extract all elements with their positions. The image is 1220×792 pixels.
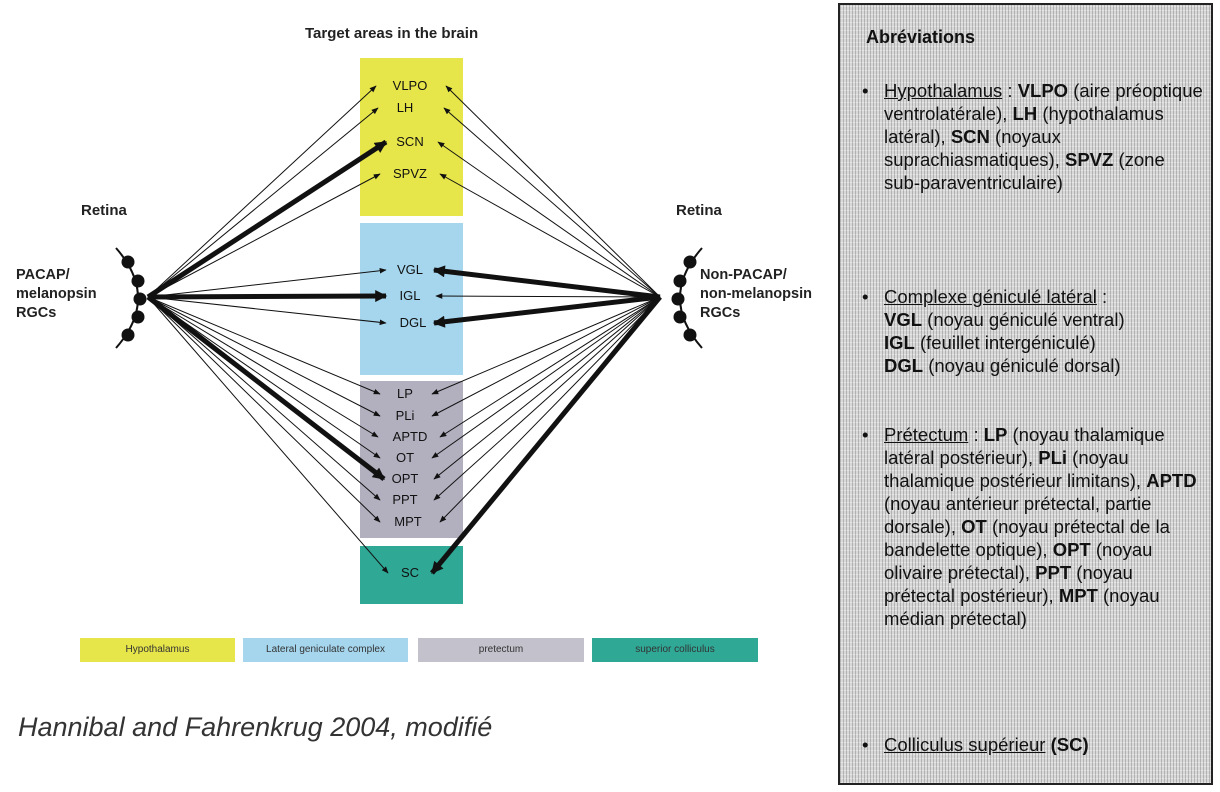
abbr-lgn: • Complexe géniculé latéral : VGL (noyau… — [862, 286, 1125, 376]
left-projection-to-dgl — [147, 296, 387, 326]
hypothalamus-region — [360, 58, 463, 216]
left-projection-to-aptd — [147, 296, 379, 438]
left-retina-title: Retina — [81, 202, 127, 219]
right-retina-title: Retina — [676, 202, 722, 219]
target-label-ot: OT — [395, 450, 415, 465]
retinal-projection-diagram: Target areas in the brain Retina PACAP/ … — [16, 25, 812, 742]
left-projection-to-ppt — [147, 296, 381, 501]
target-label-ppt: PPT — [392, 492, 418, 507]
right-projection-to-pli — [431, 296, 661, 417]
right-projection-to-igl — [435, 293, 661, 299]
abbr-hypothalamus: • Hypothalamus : VLPO (aire préoptique v… — [862, 80, 1203, 193]
left-retina-icon — [115, 247, 147, 349]
legend-lateral-geniculate: Lateral geniculate complex — [243, 638, 408, 662]
abbr-sc-name: Colliculus supérieur — [884, 734, 1046, 755]
right-projection-to-scn — [437, 141, 661, 298]
right-projection-to-ppt — [433, 296, 661, 501]
diagram-canvas — [115, 58, 703, 604]
right-projection-to-ot — [431, 296, 661, 459]
target-label-scn: SCN — [396, 134, 424, 149]
target-label-lh: LH — [396, 100, 414, 115]
target-label-dgl: DGL — [399, 315, 427, 330]
left-projection-to-vgl — [147, 267, 387, 298]
left-projection-to-mpt — [147, 296, 381, 523]
abbr-lgn-name: Complexe géniculé latéral — [884, 286, 1097, 307]
target-label-vlpo: VLPO — [392, 78, 428, 93]
left-projection-to-spvz — [147, 173, 381, 298]
left-projection-to-pli — [147, 296, 381, 417]
left-projection-to-igl — [147, 290, 388, 303]
target-label-igl: IGL — [399, 288, 421, 303]
projection-arrows — [146, 85, 662, 575]
target-label-aptd: APTD — [392, 429, 428, 444]
citation: Hannibal and Fahrenkrug 2004, modifié — [18, 712, 493, 742]
target-label-pli: PLi — [395, 408, 415, 423]
bullet-icon: • — [862, 424, 869, 445]
right-projection-to-vgl — [432, 265, 661, 300]
left-projection-to-lp — [147, 296, 381, 395]
diagram-heading: Target areas in the brain — [305, 25, 479, 42]
right-projection-to-vlpo — [445, 85, 661, 298]
right-retina-icon — [671, 247, 703, 349]
right-projection-to-sc — [430, 295, 662, 575]
right-projection-to-aptd — [439, 296, 661, 438]
right-projection-to-opt — [433, 296, 661, 480]
right-rgc-label: Non-PACAP/ non-melanopsin RGCs — [700, 267, 812, 321]
right-projection-to-spvz — [439, 173, 661, 298]
right-projection-to-mpt — [439, 296, 661, 523]
pretectum-region — [360, 381, 463, 538]
right-projection-to-lp — [431, 296, 661, 395]
left-rgc-label: PACAP/ melanopsin RGCs — [16, 267, 97, 321]
right-projection-to-lh — [443, 107, 661, 298]
target-label-spvz: SPVZ — [393, 166, 427, 181]
abbr-superior-colliculus: • Colliculus supérieur (SC) — [862, 734, 1089, 755]
target-label-vgl: VGL — [396, 262, 423, 277]
bullet-icon: • — [862, 80, 869, 101]
left-projection-to-lh — [147, 107, 379, 298]
target-label-opt: OPT — [391, 471, 419, 486]
abbr-hypothalamus-name: Hypothalamus — [884, 80, 1003, 101]
left-projection-to-scn — [146, 139, 388, 300]
legend-pretectum: pretectum — [418, 638, 584, 662]
right-projection-to-dgl — [432, 294, 661, 328]
abbr-pretectum: • Prétectum : LP (noyau thalamique latér… — [862, 424, 1197, 629]
bullet-icon: • — [862, 286, 869, 307]
abbr-pretectum-name: Prétectum — [884, 424, 969, 445]
left-projection-to-opt — [146, 295, 386, 481]
target-label-mpt: MPT — [394, 514, 422, 529]
abbreviations-title: Abréviations — [866, 27, 976, 47]
legend-hypothalamus: Hypothalamus — [80, 638, 235, 662]
target-label-lp: LP — [397, 386, 413, 401]
legend-superior-colliculus: superior colliculus — [592, 638, 758, 662]
abbreviations-panel: Abréviations • Hypothalamus : VLPO (aire… — [838, 3, 1213, 785]
left-projection-to-sc — [147, 296, 389, 574]
bullet-icon: • — [862, 734, 869, 755]
left-projection-to-vlpo — [147, 85, 377, 298]
target-label-sc: SC — [400, 565, 420, 580]
